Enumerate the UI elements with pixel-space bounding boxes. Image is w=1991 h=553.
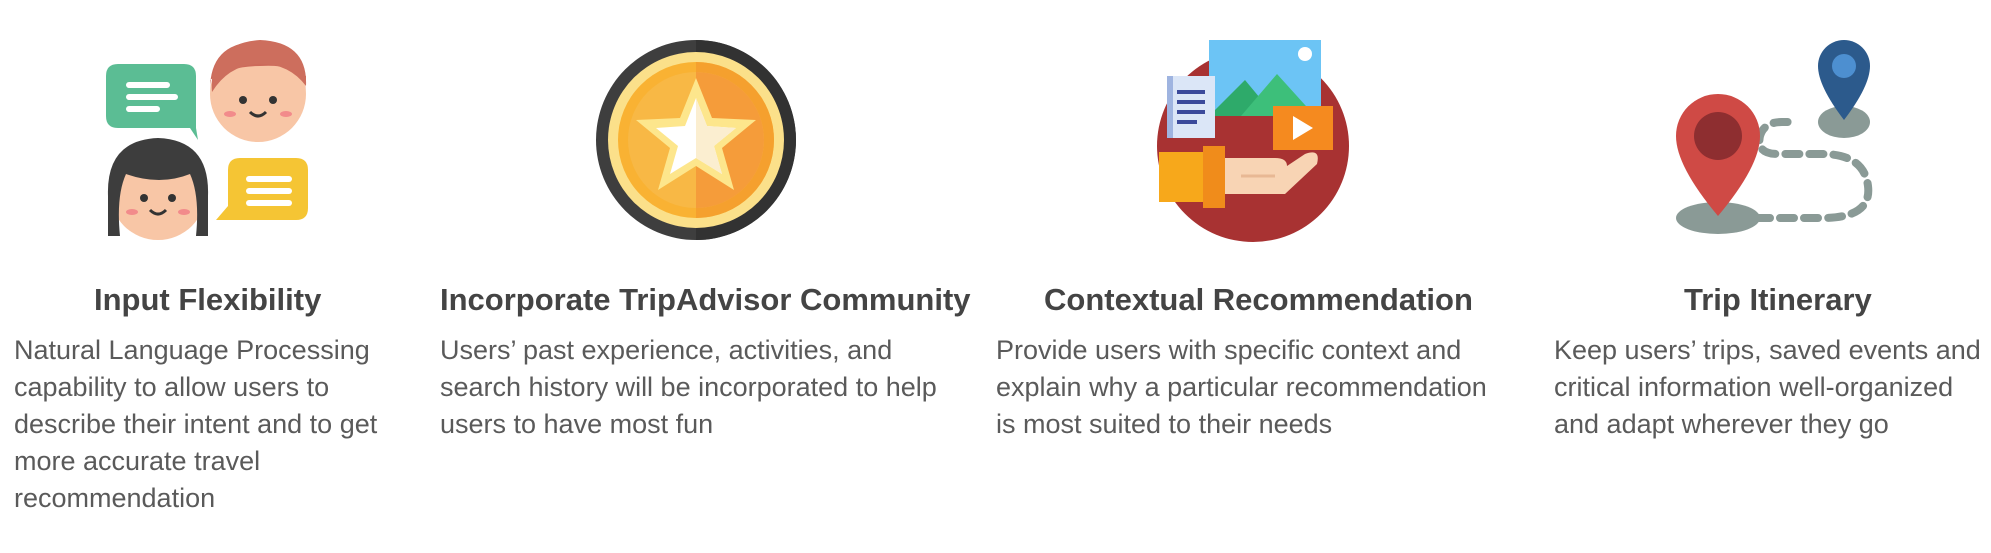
feature-description: Provide users with specific context and … xyxy=(996,335,1487,439)
feature-title: Incorporate TripAdvisor Community xyxy=(440,282,971,317)
chat-people-icon xyxy=(100,36,320,246)
feature-description: Users’ past experience, activities, and … xyxy=(440,335,937,439)
map-route-pins-icon xyxy=(1672,36,1892,246)
feature-title: Contextual Recommendation xyxy=(1044,282,1473,317)
feature-description: Keep users’ trips, saved events and crit… xyxy=(1554,335,1981,439)
feature-title: Input Flexibility xyxy=(94,282,322,317)
feature-title: Trip Itinerary xyxy=(1684,282,1872,317)
feature-description: Natural Language Processing capability t… xyxy=(14,335,378,513)
star-medal-icon xyxy=(586,36,806,246)
media-hand-icon xyxy=(1145,36,1365,246)
